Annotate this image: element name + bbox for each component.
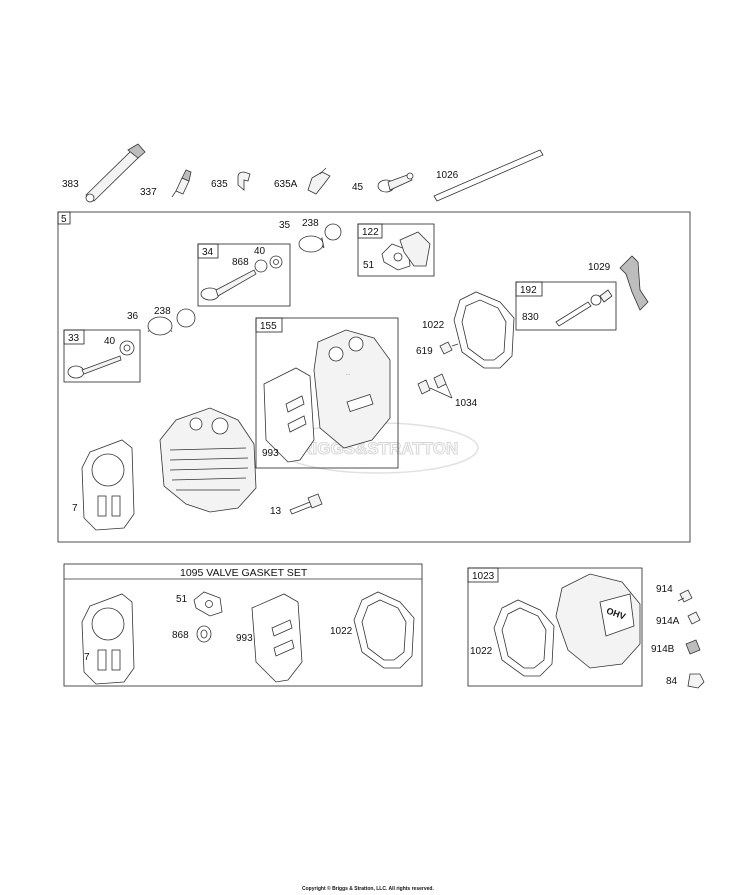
cover-group-box	[467, 567, 643, 687]
cover-part-914a-screw	[687, 611, 701, 625]
label-7-set: 7	[84, 652, 90, 663]
cover-part-914-screw	[677, 589, 693, 603]
copyright-text: Copyright © Briggs & Stratton, LLC. All …	[302, 885, 434, 892]
label-45: 45	[352, 182, 364, 193]
label-5: 5	[61, 214, 67, 225]
part-635-spark-plug-boot	[237, 171, 251, 191]
part-33-intake-valve	[67, 340, 135, 379]
gasket-set-part-1022	[353, 591, 415, 669]
main-group-box	[57, 211, 691, 543]
gasket-set-box	[63, 563, 423, 687]
label-1022-main: 1022	[422, 320, 445, 331]
label-box-122: 122	[362, 227, 379, 238]
label-1026: 1026	[436, 170, 459, 181]
part-337-spark-plug	[171, 169, 192, 198]
svg-text:BRIGGS&STRATTON: BRIGGS&STRATTON	[288, 439, 458, 458]
part-238-valve-cap-lower	[176, 308, 196, 328]
label-238-upper: 238	[302, 218, 319, 229]
label-51: 51	[363, 260, 375, 271]
label-7-main: 7	[72, 503, 78, 514]
label-914: 914	[656, 584, 673, 595]
part-122-rocker-stud-plate	[381, 231, 431, 271]
part-45-valve-guide	[377, 172, 414, 193]
label-40-upper: 40	[254, 246, 266, 257]
part-619-screw	[439, 341, 459, 355]
part-155-plate-and-gasket: ⋯	[263, 329, 391, 463]
part-238-valve-cap	[324, 223, 342, 241]
gasket-set-part-7	[81, 593, 135, 685]
box-192	[515, 281, 617, 331]
part-cylinder-head	[159, 407, 257, 513]
label-993-main: 993	[262, 448, 279, 459]
part-192-rocker-stud	[555, 289, 613, 327]
label-1022-set: 1022	[330, 626, 353, 637]
label-51-set: 51	[176, 594, 188, 605]
label-1022-cover: 1022	[470, 646, 493, 657]
cover-part-914b-screw	[685, 639, 701, 655]
main-group-tag	[57, 211, 71, 225]
box-155	[255, 317, 399, 469]
label-13: 13	[270, 506, 282, 517]
box-122	[357, 223, 435, 277]
label-1023: 1023	[472, 571, 495, 582]
svg-text:⋯: ⋯	[346, 372, 350, 377]
part-1026-push-rod	[433, 149, 544, 202]
label-868-set: 868	[172, 630, 189, 641]
label-914a: 914A	[656, 616, 680, 627]
label-1034: 1034	[455, 398, 478, 409]
cover-part-84-nut	[687, 673, 705, 689]
label-40-lower: 40	[104, 336, 116, 347]
cover-part-valve-cover: OHV	[555, 573, 641, 669]
part-36-valve-spring	[147, 316, 173, 336]
label-830: 830	[522, 312, 539, 323]
part-35-valve-spring	[298, 235, 325, 253]
label-635a: 635A	[274, 179, 298, 190]
part-34-exhaust-valve	[200, 255, 283, 301]
label-box-33: 33	[68, 333, 80, 344]
part-383-breather-tube	[85, 143, 146, 203]
part-1029-rocker-arm	[619, 255, 649, 311]
cover-part-1022-gasket	[493, 599, 555, 677]
label-84: 84	[666, 676, 678, 687]
label-35: 35	[279, 220, 291, 231]
part-13-head-bolt	[289, 493, 323, 515]
part-7-head-gasket	[81, 439, 135, 531]
label-337: 337	[140, 187, 157, 198]
gasket-set-part-993	[251, 593, 303, 683]
part-635a-spark-plug-boot	[307, 167, 331, 195]
gasket-set-title: 1095 VALVE GASKET SET	[180, 567, 308, 579]
label-383: 383	[62, 179, 79, 190]
part-1022-cover-gasket	[453, 291, 515, 369]
label-box-192: 192	[520, 285, 537, 296]
label-619: 619	[416, 346, 433, 357]
part-1034-rocker-guide	[417, 373, 453, 399]
label-1029: 1029	[588, 262, 611, 273]
label-635: 635	[211, 179, 228, 190]
label-box-34: 34	[202, 247, 214, 258]
label-914b: 914B	[651, 644, 675, 655]
box-33	[63, 329, 141, 383]
gasket-set-part-51	[193, 591, 223, 617]
label-993-set: 993	[236, 633, 253, 644]
box-34	[197, 243, 291, 307]
gasket-set-part-868	[196, 625, 212, 643]
label-868: 868	[232, 257, 249, 268]
label-238-lower: 238	[154, 306, 171, 317]
label-36: 36	[127, 311, 139, 322]
label-box-155: 155	[260, 321, 277, 332]
